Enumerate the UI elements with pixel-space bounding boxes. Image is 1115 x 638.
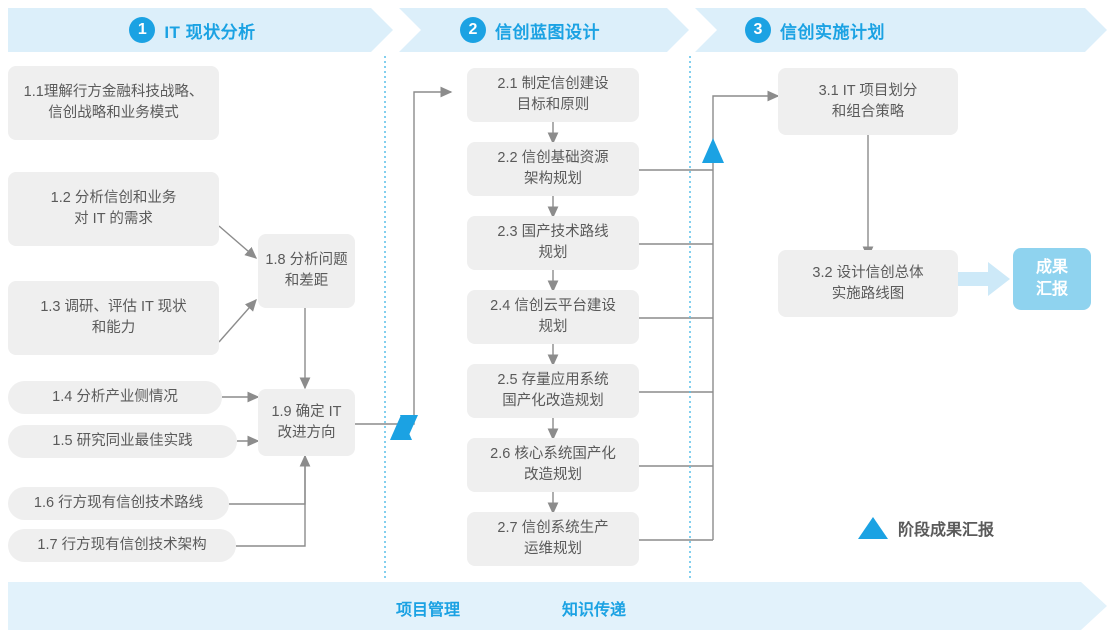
legend-label: 阶段成果汇报 [898, 522, 995, 539]
task-box-1-8[interactable]: 1.8 分析问题和差距 [258, 234, 355, 308]
triangle-marker-icon [858, 517, 888, 539]
task-box-1-2-label: 1.2 分析信创和业务对 IT 的需求 [50, 190, 177, 227]
bottom-band-label-project-management: 项目管理 [396, 602, 461, 619]
phase-header-1[interactable]: 1 IT 现状分析 [8, 8, 393, 52]
task-box-3-2-label: 3.2 设计信创总体实施路线图 [812, 264, 924, 302]
phase-title-3: 信创实施计划 [780, 22, 885, 42]
task-box-1-6[interactable]: 1.6 行方现有信创技术路线 [8, 487, 229, 520]
bottom-band-label-knowledge-transfer: 知识传递 [562, 602, 627, 619]
task-box-1-5-label: 1.5 研究同业最佳实践 [52, 433, 193, 449]
task-box-1-1[interactable]: 1.1理解行方金融科技战略、信创战略和业务模式 [8, 66, 219, 140]
task-box-1-4-label: 1.4 分析产业侧情况 [52, 389, 178, 405]
task-box-2-2[interactable]: 2.2 信创基础资源架构规划 [467, 142, 639, 196]
task-box-3-1-label: 3.1 IT 项目划分和组合策略 [818, 82, 918, 120]
phase-header-3[interactable]: 3 信创实施计划 [695, 8, 1107, 52]
legend: 阶段成果汇报 [858, 516, 994, 540]
phase-number-badge-3: 3 [745, 17, 771, 43]
task-box-2-1-label: 2.1 制定信创建设目标和原则 [497, 76, 609, 113]
task-box-1-4[interactable]: 1.4 分析产业侧情况 [8, 381, 222, 414]
task-box-3-1[interactable]: 3.1 IT 项目划分和组合策略 [778, 68, 958, 135]
task-box-2-7-label: 2.7 信创系统生产运维规划 [497, 520, 609, 557]
task-box-1-1-label: 1.1理解行方金融科技战略、信创战略和业务模式 [23, 84, 204, 121]
phase-number-badge-1: 1 [129, 17, 155, 43]
task-box-2-3-label: 2.3 国产技术路线规划 [497, 224, 609, 261]
phase-header-2[interactable]: 2 信创蓝图设计 [399, 8, 689, 52]
phase-title-1: IT 现状分析 [164, 22, 256, 42]
task-box-2-5[interactable]: 2.5 存量应用系统国产化改造规划 [467, 364, 639, 418]
task-box-1-7-label: 1.7 行方现有信创技术架构 [37, 537, 207, 553]
task-box-2-6[interactable]: 2.6 核心系统国产化改造规划 [467, 438, 639, 492]
phase-header-band: 1 IT 现状分析 2 信创蓝图设计 3 信创实施计划 [0, 8, 1115, 52]
phase-number-badge-2: 2 [460, 17, 486, 43]
task-box-2-1[interactable]: 2.1 制定信创建设目标和原则 [467, 68, 639, 122]
task-box-2-5-label: 2.5 存量应用系统国产化改造规划 [497, 372, 609, 409]
task-box-1-3[interactable]: 1.3 调研、评估 IT 现状和能力 [8, 281, 219, 355]
task-box-1-6-label: 1.6 行方现有信创技术路线 [33, 495, 204, 511]
task-box-1-3-label: 1.3 调研、评估 IT 现状和能力 [40, 299, 187, 336]
task-box-1-8-label: 1.8 分析问题和差距 [265, 252, 348, 289]
bottom-band [8, 582, 1107, 630]
deliverable-box[interactable]: 成果汇报 [1013, 248, 1091, 310]
task-box-2-2-label: 2.2 信创基础资源架构规划 [497, 150, 609, 187]
deliverable-label: 成果汇报 [1035, 259, 1068, 298]
phase-title-2: 信创蓝图设计 [495, 22, 600, 42]
task-box-2-4[interactable]: 2.4 信创云平台建设规划 [467, 290, 639, 344]
task-box-1-5[interactable]: 1.5 研究同业最佳实践 [8, 425, 237, 458]
task-box-3-2[interactable]: 3.2 设计信创总体实施路线图 [778, 250, 958, 317]
task-box-2-7[interactable]: 2.7 信创系统生产运维规划 [467, 512, 639, 566]
task-box-2-4-label: 2.4 信创云平台建设规划 [490, 298, 616, 335]
task-box-1-2[interactable]: 1.2 分析信创和业务对 IT 的需求 [8, 172, 219, 246]
task-box-2-3[interactable]: 2.3 国产技术路线规划 [467, 216, 639, 270]
task-box-1-7[interactable]: 1.7 行方现有信创技术架构 [8, 529, 236, 562]
task-box-2-6-label: 2.6 核心系统国产化改造规划 [490, 446, 616, 483]
